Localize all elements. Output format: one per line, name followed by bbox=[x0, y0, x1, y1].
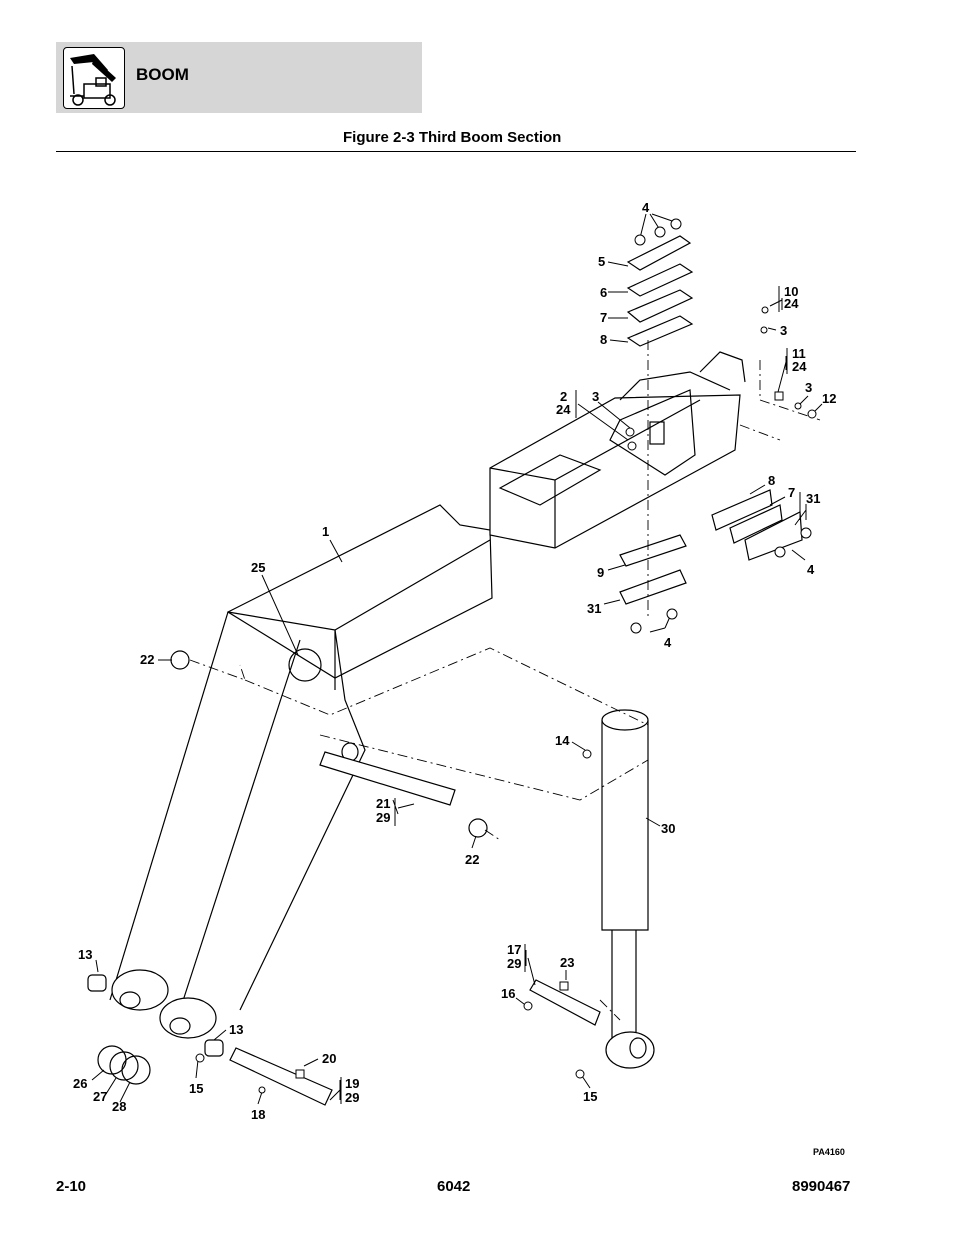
figure-title: Figure 2-3 Third Boom Section bbox=[343, 129, 562, 146]
manual-number: 8990467 bbox=[792, 1178, 851, 1195]
callout-20: 20 bbox=[322, 1051, 336, 1066]
page-number: 2-10 bbox=[56, 1178, 87, 1195]
callout-6: 6 bbox=[600, 285, 607, 300]
section-title: BOOM bbox=[136, 65, 189, 84]
callout-12: 12 bbox=[822, 391, 836, 406]
phantom-lines bbox=[189, 340, 821, 1021]
callout-17: 17 bbox=[507, 942, 521, 957]
callout-4: 4 bbox=[664, 635, 672, 650]
callout-24: 24 bbox=[556, 402, 571, 417]
callout-24: 24 bbox=[792, 359, 807, 374]
callout-24: 24 bbox=[784, 296, 799, 311]
callout-13: 13 bbox=[78, 947, 92, 962]
leader-lines bbox=[91, 213, 823, 1105]
callout-4: 4 bbox=[642, 200, 650, 215]
callout-25: 25 bbox=[251, 560, 265, 575]
callout-21: 21 bbox=[376, 796, 390, 811]
drawing-id: PA4160 bbox=[813, 1147, 845, 1157]
drawing-linework bbox=[87, 235, 803, 1106]
callout-labels: 4 5 6 7 8 10 24 3 11 24 3 12 2 24 3 8 7 … bbox=[73, 200, 845, 1157]
callout-29: 29 bbox=[507, 956, 521, 971]
telehandler-boom-icon bbox=[63, 47, 125, 109]
callout-19: 19 bbox=[345, 1076, 359, 1091]
callout-2: 2 bbox=[560, 389, 567, 404]
callout-7: 7 bbox=[600, 310, 607, 325]
callout-31: 31 bbox=[587, 601, 601, 616]
callout-brackets bbox=[340, 286, 801, 1104]
callout-28: 28 bbox=[112, 1099, 126, 1114]
header-rule bbox=[56, 151, 856, 152]
callout-18: 18 bbox=[251, 1107, 265, 1122]
callout-5: 5 bbox=[598, 254, 605, 269]
callout-13: 13 bbox=[229, 1022, 243, 1037]
callout-23: 23 bbox=[560, 955, 574, 970]
callout-11: 11 bbox=[792, 346, 806, 361]
callout-10: 10 bbox=[784, 284, 798, 299]
callout-3: 3 bbox=[780, 323, 787, 338]
callout-29: 29 bbox=[345, 1090, 359, 1105]
section-header: BOOM bbox=[56, 42, 422, 113]
callout-7: 7 bbox=[788, 485, 795, 500]
callout-30: 30 bbox=[661, 821, 675, 836]
callout-27: 27 bbox=[93, 1089, 107, 1104]
model-number: 6042 bbox=[437, 1178, 471, 1195]
callout-14: 14 bbox=[555, 733, 570, 748]
callout-29: 29 bbox=[376, 810, 390, 825]
callout-9: 9 bbox=[597, 565, 604, 580]
callout-22: 22 bbox=[465, 852, 479, 867]
callout-8: 8 bbox=[600, 332, 607, 347]
callout-3: 3 bbox=[592, 389, 599, 404]
callout-15: 15 bbox=[189, 1081, 203, 1096]
callout-26: 26 bbox=[73, 1076, 87, 1091]
callout-22: 22 bbox=[140, 652, 154, 667]
hardware-parts bbox=[195, 218, 817, 1094]
callout-1: 1 bbox=[322, 524, 329, 539]
callout-3: 3 bbox=[805, 380, 812, 395]
callout-15: 15 bbox=[583, 1089, 597, 1104]
callout-8: 8 bbox=[768, 473, 775, 488]
callout-4: 4 bbox=[807, 562, 815, 577]
callout-16: 16 bbox=[501, 986, 515, 1001]
callout-31: 31 bbox=[806, 491, 820, 506]
